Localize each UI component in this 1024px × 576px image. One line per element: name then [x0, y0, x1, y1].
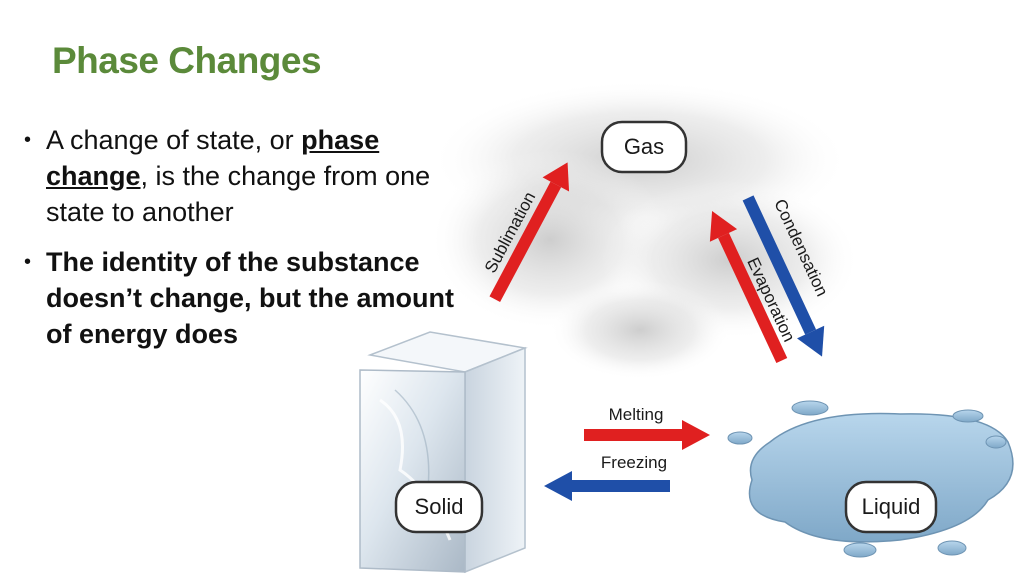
- bullet-1-prefix: A change of state, or: [46, 125, 302, 155]
- bullet-dot-icon: •: [24, 251, 32, 273]
- bullet-list: • A change of state, or phase change, is…: [24, 122, 474, 366]
- sublimation-arrow: [489, 162, 570, 303]
- solid-state-box: Solid: [394, 480, 484, 534]
- bullet-item-definition: • A change of state, or phase change, is…: [24, 122, 474, 230]
- condensation-arrow: [742, 195, 825, 357]
- bullet-item-identity: • The identity of the substance doesn’t …: [24, 244, 474, 352]
- liquid-state-box: Liquid: [844, 480, 938, 534]
- slide-title: Phase Changes: [52, 40, 322, 81]
- solid-label: Solid: [415, 494, 464, 519]
- bullet-1-term: phase change: [46, 125, 380, 191]
- freezing-label: Freezing: [601, 453, 667, 472]
- melting-arrow: [584, 420, 710, 450]
- bullet-1-suffix: , is the change from one state to anothe…: [46, 161, 431, 227]
- bullet-2-text: The identity of the substance doesn’t ch…: [46, 247, 455, 349]
- melting-label: Melting: [609, 405, 664, 424]
- ice-cube-image: [359, 331, 528, 574]
- freezing-arrow: [544, 471, 670, 501]
- water-puddle-image: [727, 400, 1014, 558]
- phase-change-diagram: Gas Solid Liquid Sublimation Condensatio…: [359, 80, 1014, 574]
- bullet-dot-icon: •: [24, 129, 32, 151]
- gas-state-box: Gas: [600, 120, 688, 174]
- evaporation-arrow: [709, 210, 788, 364]
- liquid-label: Liquid: [862, 494, 921, 519]
- gas-label: Gas: [624, 134, 664, 159]
